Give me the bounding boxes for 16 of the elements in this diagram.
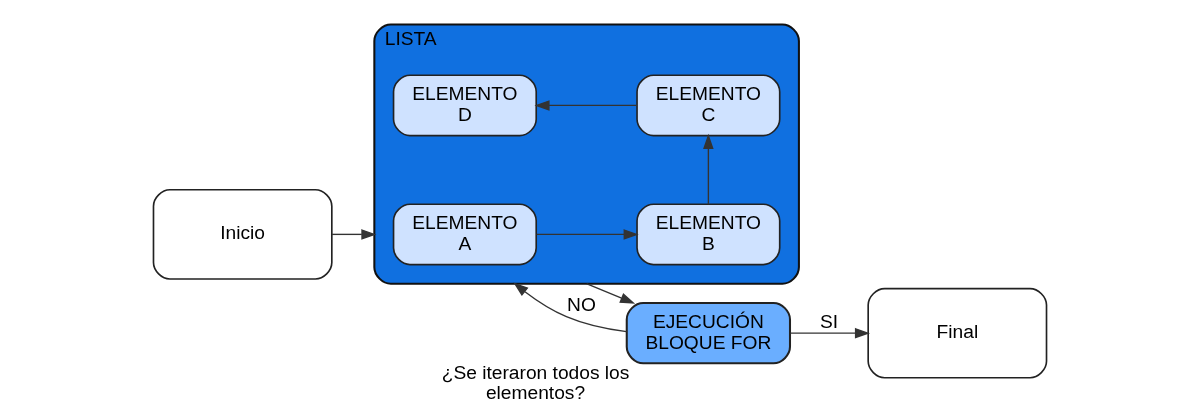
arrow [512, 282, 627, 333]
node-box: Final [866, 287, 1047, 379]
edge-label: NO [566, 294, 596, 316]
node-box: Inicio [152, 188, 333, 280]
node-box: EJECUCIÓN BLOQUE FOR [625, 301, 791, 365]
arrow [789, 327, 870, 339]
arrow [535, 229, 639, 240]
node-box: ELEMENTO A [392, 203, 537, 266]
arrow [702, 133, 714, 205]
arrow [330, 229, 376, 240]
node-box: ELEMENTO B [635, 203, 781, 266]
arrow [585, 283, 635, 304]
arrow [533, 100, 637, 111]
edge-label: SI [819, 310, 838, 332]
node-box: ELEMENTO D [392, 74, 537, 137]
node-box: ELEMENTO C [635, 74, 781, 137]
